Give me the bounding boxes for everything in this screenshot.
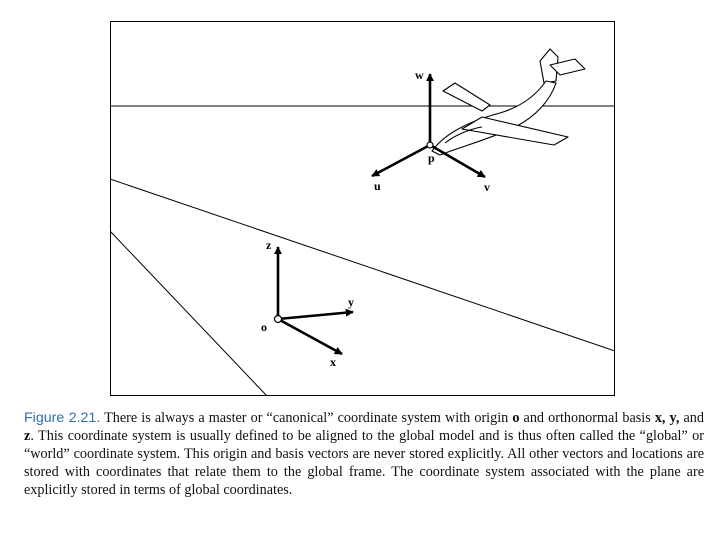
caption-bold-z: z (24, 428, 31, 444)
origin-o-dot (273, 314, 283, 324)
figure-number: Figure 2.21. (24, 410, 101, 426)
label-u: u (374, 179, 381, 193)
caption-text-3: and (679, 410, 705, 426)
figure-border (110, 21, 615, 396)
v-axis-arrow (429, 143, 486, 179)
label-v: v (484, 180, 490, 194)
origin-p-dot (426, 141, 434, 149)
label-z: z (266, 238, 272, 252)
caption-text-2: and orthonormal basis (519, 410, 655, 426)
ground-line-left (110, 230, 268, 396)
y-axis-arrow (277, 308, 354, 321)
caption-bold-xy: x, y, (654, 410, 680, 426)
u-axis-arrow (371, 143, 431, 178)
caption-text-1: There is always a master or “canonical” … (104, 410, 513, 426)
caption-text-4: . This coordinate system is usually defi… (24, 428, 704, 498)
label-y: y (348, 295, 354, 309)
coordinate-system-diagram: w p u v z y o x (110, 21, 615, 396)
label-x: x (330, 355, 336, 369)
ground-line-right (110, 178, 615, 352)
x-axis-arrow (277, 317, 343, 356)
global-coordinate-frame (274, 246, 354, 356)
label-o: o (261, 320, 267, 334)
plane-coordinate-frame (371, 73, 486, 179)
caption-bold-o: o (512, 410, 520, 426)
figure-illustration: w p u v z y o x (110, 21, 615, 396)
label-p: p (428, 151, 435, 165)
airplane-icon (431, 48, 586, 156)
label-w: w (415, 68, 424, 82)
figure-caption: Figure 2.21. There is always a master or… (24, 409, 704, 499)
